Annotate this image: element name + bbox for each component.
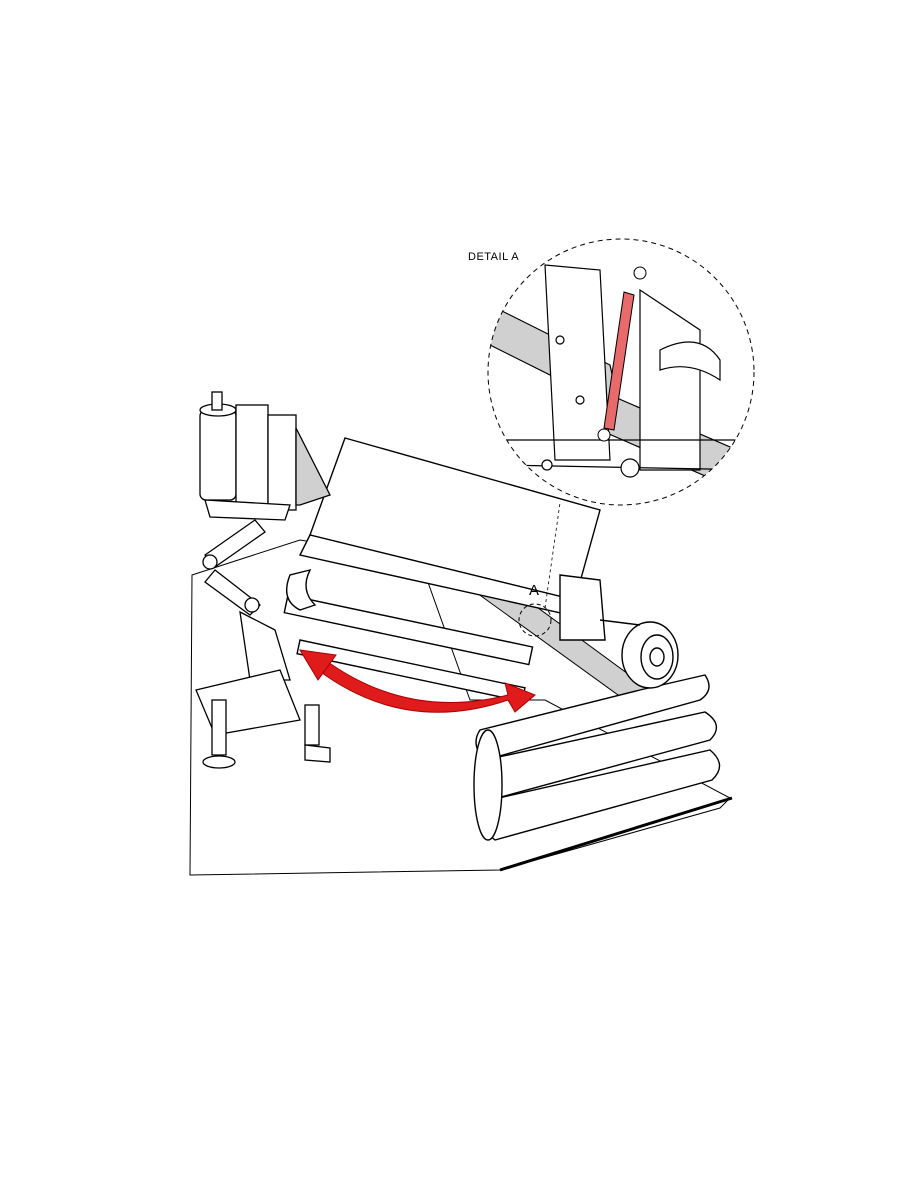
detail-a-label: DETAIL A: [468, 251, 519, 263]
detail-a-view: [480, 239, 760, 505]
callout-a-label: A: [529, 582, 539, 599]
film-dispenser-tower: [200, 392, 330, 520]
